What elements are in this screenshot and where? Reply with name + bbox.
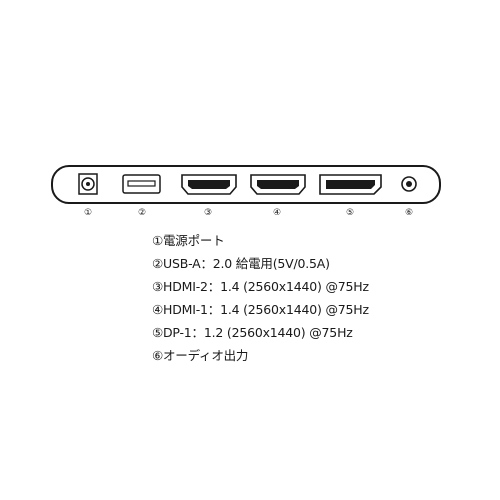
- legend-item-hdmi-1: ④HDMI-1：1.4 (2560x1440) @75Hz: [152, 302, 369, 317]
- legend-item-usb-a: ②USB-A：2.0 給電用(5V/0.5A): [152, 256, 330, 271]
- port-legend: ①電源ポート ②USB-A：2.0 給電用(5V/0.5A) ③HDMI-2：1…: [152, 229, 369, 367]
- port-marker-4: ④: [273, 208, 281, 218]
- hdmi-port-icon: [181, 174, 237, 195]
- displayport-port-icon: [319, 174, 382, 195]
- legend-item-hdmi-2: ③HDMI-2：1.4 (2560x1440) @75Hz: [152, 279, 369, 294]
- port-marker-1: ①: [84, 208, 92, 218]
- audio-jack-icon: [401, 176, 417, 192]
- legend-item-power: ①電源ポート: [152, 233, 225, 248]
- usb-a-port-icon: [122, 174, 161, 194]
- legend-item-audio-out: ⑥オーディオ出力: [152, 348, 249, 363]
- dc-power-jack-icon: [78, 173, 98, 195]
- port-marker-3: ③: [204, 208, 212, 218]
- port-marker-6: ⑥: [405, 208, 413, 218]
- hdmi-port-icon: [250, 174, 306, 195]
- port-marker-5: ⑤: [346, 208, 354, 218]
- legend-item-dp-1: ⑤DP-1：1.2 (2560x1440) @75Hz: [152, 325, 353, 340]
- port-marker-2: ②: [138, 208, 146, 218]
- port-panel-diagram: ① ② ③ ④ ⑤ ⑥: [51, 165, 441, 218]
- panel-outline: [51, 165, 441, 204]
